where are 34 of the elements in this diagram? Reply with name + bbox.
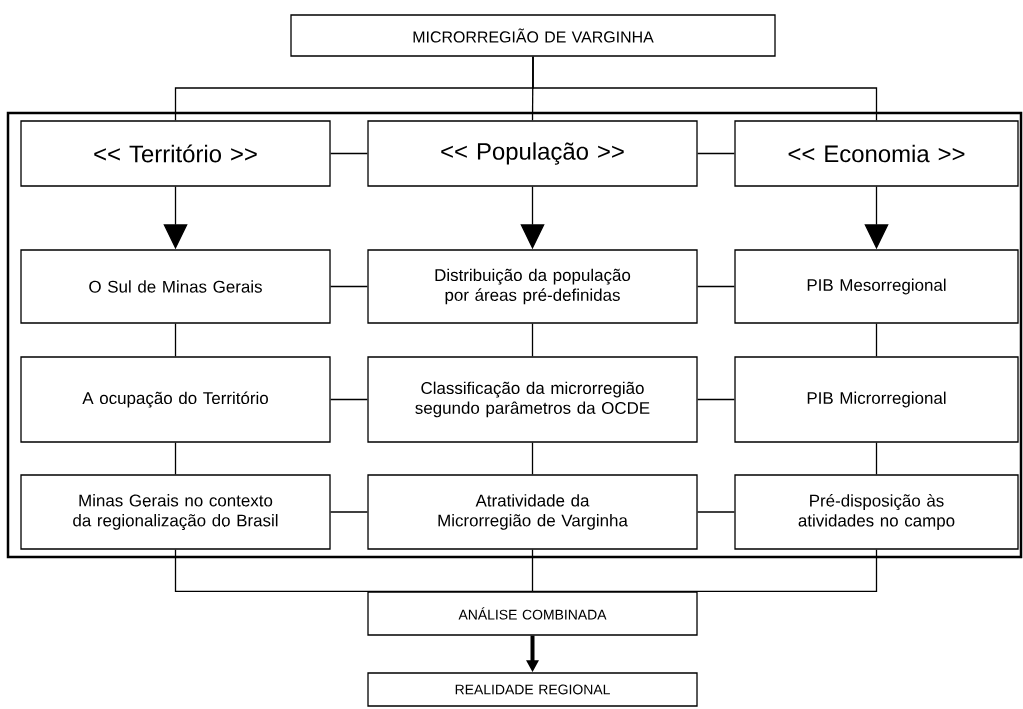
connector: [330, 152, 368, 155]
process-box: Minas Gerais no contexto da regionalização do Brasil: [20, 474, 331, 550]
result-box: ANÁLISE COMBINADA: [367, 591, 698, 636]
connector: [531, 549, 878, 592]
title-box: MICRORREGIÃO DE VARGINHA: [290, 14, 776, 57]
header-box: << População >>: [367, 120, 698, 187]
process-box: Classificação da microrregião segundo parâmetros da OCDE: [367, 356, 698, 443]
frame: [6, 111, 1023, 559]
process-box: Atratividade da Microrregião de Varginha: [367, 474, 698, 550]
process-box: O Sul de Minas Gerais: [20, 249, 331, 324]
connector: [697, 152, 735, 155]
connector: [330, 285, 368, 288]
connector: [330, 398, 368, 401]
process-box: A ocupação do Território: [20, 356, 331, 443]
process-box: Pré-disposição às atividades no campo: [734, 474, 1019, 550]
process-box: PIB Mesorregional: [734, 249, 1019, 324]
connector: [174, 323, 177, 357]
connector: [174, 442, 177, 475]
header-box: << Economia >>: [734, 120, 1019, 187]
connector: [531, 549, 534, 592]
result-box: REALIDADE REGIONAL: [367, 672, 698, 707]
connector: [697, 511, 735, 513]
connector: [531, 442, 534, 475]
connector: [875, 442, 878, 475]
process-box: Distribuição da população por áreas pré-definidas: [367, 249, 698, 324]
connector: [697, 285, 735, 288]
process-box: PIB Microrregional: [734, 356, 1019, 443]
connector: [875, 323, 878, 357]
connector: [531, 323, 534, 357]
connector: [330, 511, 368, 513]
header-box: << Território >>: [20, 120, 331, 187]
connector: [697, 398, 735, 401]
connector: [532, 56, 878, 121]
connector: [174, 549, 534, 592]
